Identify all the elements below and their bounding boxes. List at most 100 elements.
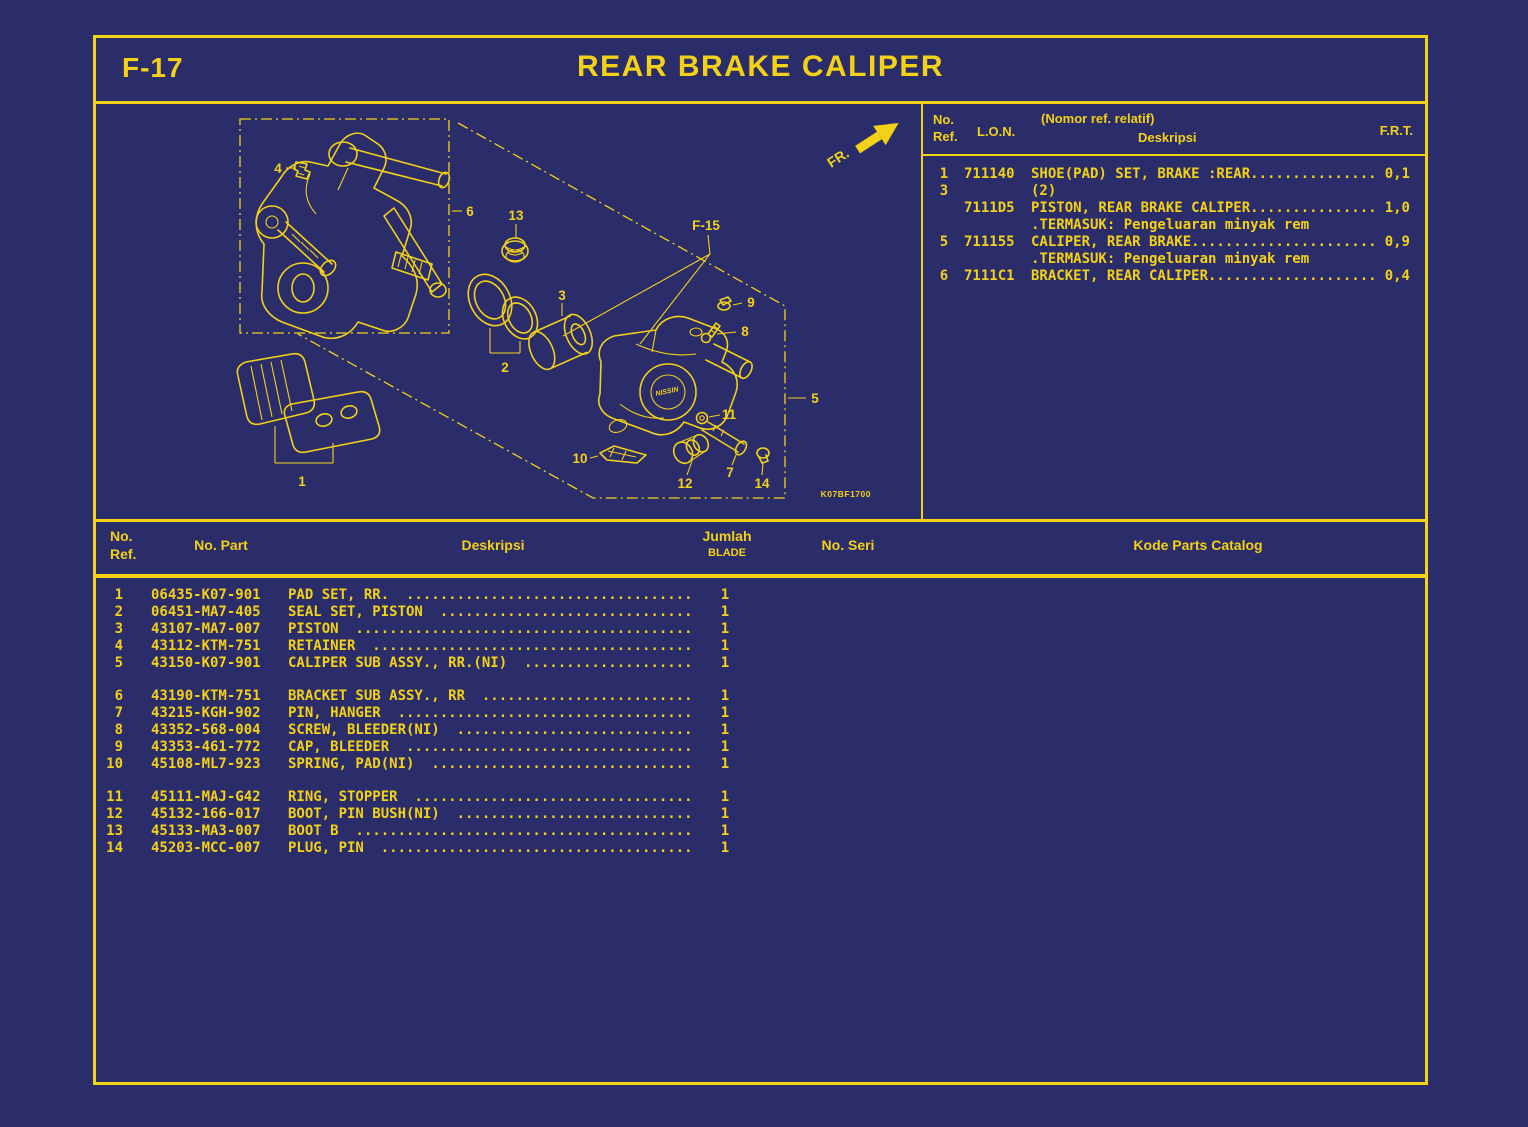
- lon-cell-desc: BRACKET, REAR CALIPER...................…: [1031, 268, 1377, 284]
- exploded-diagram: FR.: [236, 118, 899, 499]
- callout-11: 11: [722, 407, 737, 422]
- parts-cell-desc: CAP, BLEEDER ...........................…: [288, 739, 693, 755]
- parts-cell-qty: 1: [720, 756, 730, 772]
- callout-7: 7: [726, 465, 734, 480]
- lon-cell-ref: 3: [939, 183, 949, 199]
- parts-cell-partno: 45108-ML7-923: [151, 756, 261, 772]
- parts-table-row: 13 45133-MA3-007 BOOT B ..................…: [96, 823, 1425, 840]
- lon-cell-ref: 1: [939, 166, 949, 182]
- lon-cell-ref: 6: [939, 268, 949, 284]
- leader-11: [708, 414, 721, 418]
- parts-cell-desc: PIN, HANGER ............................…: [288, 705, 693, 721]
- parts-cell-partno: 45203-MCC-007: [151, 840, 261, 856]
- diagram-panel: FR.: [96, 104, 921, 519]
- ref-page-label: F-15: [692, 218, 720, 233]
- page-header: F-17 REAR BRAKE CALIPER: [96, 38, 1425, 104]
- parts-header-deskripsi: Deskripsi: [461, 537, 525, 553]
- parts-cell-partno: 43353-461-772: [151, 739, 261, 755]
- fr-label: FR.: [824, 145, 852, 171]
- page-title: REAR BRAKE CALIPER: [576, 50, 945, 83]
- plug-pin-drawing: [756, 447, 770, 464]
- parts-table-row: 9 43353-461-772 CAP, BLEEDER .............…: [96, 739, 1425, 756]
- lon-cell-lon: 7111C1: [964, 268, 1015, 284]
- leader-12: [686, 460, 693, 476]
- parts-cell-qty: 1: [720, 638, 730, 654]
- lon-table-row: 6 7111C1 BRACKET, REAR CALIPER............…: [923, 268, 1425, 285]
- lon-table-row: .TERMASUK: Pengeluaran minyak rem: [923, 217, 1425, 234]
- parts-cell-partno: 45111-MAJ-G42: [151, 789, 261, 805]
- parts-cell-qty: 1: [720, 739, 730, 755]
- lon-table: No. Ref. L.O.N. (Nomor ref. relatif) Des…: [921, 104, 1425, 519]
- parts-cell-partno: 45132-166-017: [151, 806, 261, 822]
- parts-cell-ref: 6: [114, 688, 123, 704]
- parts-cell-desc: PISTON .................................…: [288, 621, 693, 637]
- parts-header-jumlah: Jumlah BLADE: [702, 528, 752, 559]
- parts-header-kode: Kode Parts Catalog: [1133, 537, 1263, 553]
- parts-cell-ref: 11: [106, 789, 123, 805]
- cap-bleeder-drawing: [717, 296, 732, 311]
- parts-cell-qty: 1: [720, 604, 730, 620]
- pin-hanger-drawing: [701, 421, 748, 456]
- parts-cell-desc: SEAL SET, PISTON .......................…: [288, 604, 693, 620]
- lon-cell-lon: 711140: [964, 166, 1015, 182]
- parts-cell-ref: 1: [114, 587, 123, 603]
- parts-cell-ref: 10: [106, 756, 123, 772]
- parts-cell-qty: 1: [720, 806, 730, 822]
- parts-cell-desc: BOOT B .................................…: [288, 823, 693, 839]
- pad-set-drawing: [236, 352, 381, 454]
- parts-cell-qty: 1: [720, 688, 730, 704]
- parts-cell-ref: 7: [114, 705, 123, 721]
- page-code: F-17: [122, 52, 184, 83]
- brand-logo: NISSIN: [655, 386, 680, 398]
- callout-3: 3: [558, 288, 566, 303]
- lon-cell-lon: 711155: [964, 234, 1015, 250]
- parts-cell-partno: 06451-MA7-405: [151, 604, 261, 620]
- lon-cell-frt: 0,1: [1384, 166, 1410, 182]
- parts-cell-partno: 43190-KTM-751: [151, 688, 261, 704]
- lon-header-nomor: (Nomor ref. relatif): [1041, 111, 1155, 126]
- parts-table-header: No. Ref. No. Part Deskripsi Jumlah BLADE…: [96, 522, 1425, 578]
- parts-cell-qty: 1: [720, 705, 730, 721]
- lon-table-row: .TERMASUK: Pengeluaran minyak rem: [923, 251, 1425, 268]
- parts-cell-partno: 45133-MA3-007: [151, 823, 261, 839]
- parts-cell-qty: 1: [720, 655, 730, 671]
- parts-cell-ref: 3: [114, 621, 123, 637]
- lon-cell-ref: 5: [939, 234, 949, 250]
- parts-cell-qty: 1: [720, 840, 730, 856]
- parts-cell-ref: 13: [106, 823, 123, 839]
- lon-cell-frt: 0,9: [1384, 234, 1410, 250]
- parts-cell-qty: 1: [720, 823, 730, 839]
- parts-cell-qty: 1: [720, 722, 730, 738]
- lon-cell-desc: (2): [1031, 183, 1057, 199]
- callout-8: 8: [741, 324, 749, 339]
- piston-drawing: [528, 313, 594, 371]
- bracket-sub-assembly-drawing: [255, 132, 451, 340]
- callout-9: 9: [747, 295, 755, 310]
- parts-header-seri: No. Seri: [821, 537, 875, 553]
- parts-cell-partno: 43150-K07-901: [151, 655, 261, 671]
- lon-table-header: No. Ref. L.O.N. (Nomor ref. relatif) Des…: [923, 104, 1425, 156]
- parts-cell-desc: SPRING, PAD(NI) ........................…: [288, 756, 693, 772]
- parts-cell-partno: 43112-KTM-751: [151, 638, 261, 654]
- parts-cell-partno: 06435-K07-901: [151, 587, 261, 603]
- bracket-detail-box: [239, 118, 450, 334]
- stopper-ring-drawing: [695, 411, 709, 425]
- parts-cell-partno: 43107-MA7-007: [151, 621, 261, 637]
- parts-cell-ref: 12: [106, 806, 123, 822]
- parts-cell-ref: 5: [114, 655, 123, 671]
- parts-cell-ref: 9: [114, 739, 123, 755]
- leader-7: [731, 454, 737, 466]
- parts-table-row: 10 45108-ML7-923 SPRING, PAD(NI) .........…: [96, 756, 1425, 773]
- parts-table-row: 6 43190-KTM-751 BRACKET SUB ASSY., RR ....…: [96, 688, 1425, 705]
- parts-cell-desc: BRACKET SUB ASSY., RR ..................…: [288, 688, 693, 704]
- lon-table-row: 3 (2): [923, 183, 1425, 200]
